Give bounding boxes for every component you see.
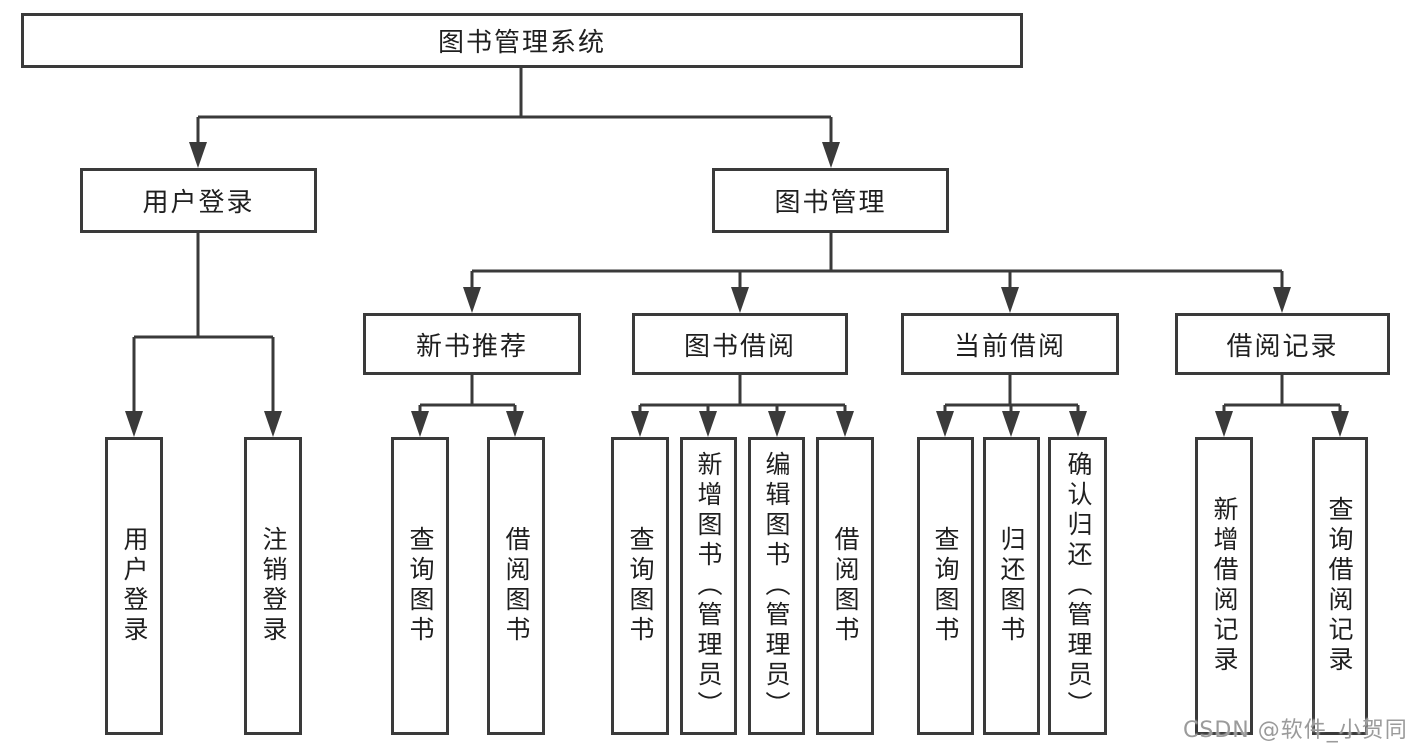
leaf-borrow-books-recommend: 借阅图书 xyxy=(487,437,545,735)
leaf-query-books-recommend: 查询图书 xyxy=(391,437,449,735)
leaf-borrow-books-borrow: 借阅图书 xyxy=(816,437,874,735)
leaf-return-book: 归还图书 xyxy=(983,437,1040,735)
node-current-borrow: 当前借阅 xyxy=(901,313,1119,375)
leaf-query-borrow-record: 查询借阅记录 xyxy=(1312,437,1368,735)
csdn-watermark: CSDN @软件_小贺同学 xyxy=(1183,718,1405,743)
arrowhead-icons xyxy=(125,142,1349,437)
leaf-query-books-current: 查询图书 xyxy=(917,437,974,735)
leaf-edit-book-admin: 编辑图书（管理员） xyxy=(748,437,805,735)
leaf-add-book-admin: 新增图书（管理员） xyxy=(680,437,737,735)
leaf-query-books-borrow: 查询图书 xyxy=(611,437,669,735)
node-user-login: 用户登录 xyxy=(80,168,317,233)
node-book-management: 图书管理 xyxy=(712,168,949,233)
node-root-system: 图书管理系统 xyxy=(21,13,1023,68)
node-borrow-records: 借阅记录 xyxy=(1175,313,1390,375)
leaf-user-login: 用户登录 xyxy=(105,437,163,735)
leaf-add-borrow-record: 新增借阅记录 xyxy=(1195,437,1253,735)
node-new-book-recommend: 新书推荐 xyxy=(363,313,581,375)
leaf-logout-login: 注销登录 xyxy=(244,437,302,735)
node-book-borrow: 图书借阅 xyxy=(632,313,848,375)
leaf-confirm-return-admin: 确认归还（管理员） xyxy=(1048,437,1107,735)
